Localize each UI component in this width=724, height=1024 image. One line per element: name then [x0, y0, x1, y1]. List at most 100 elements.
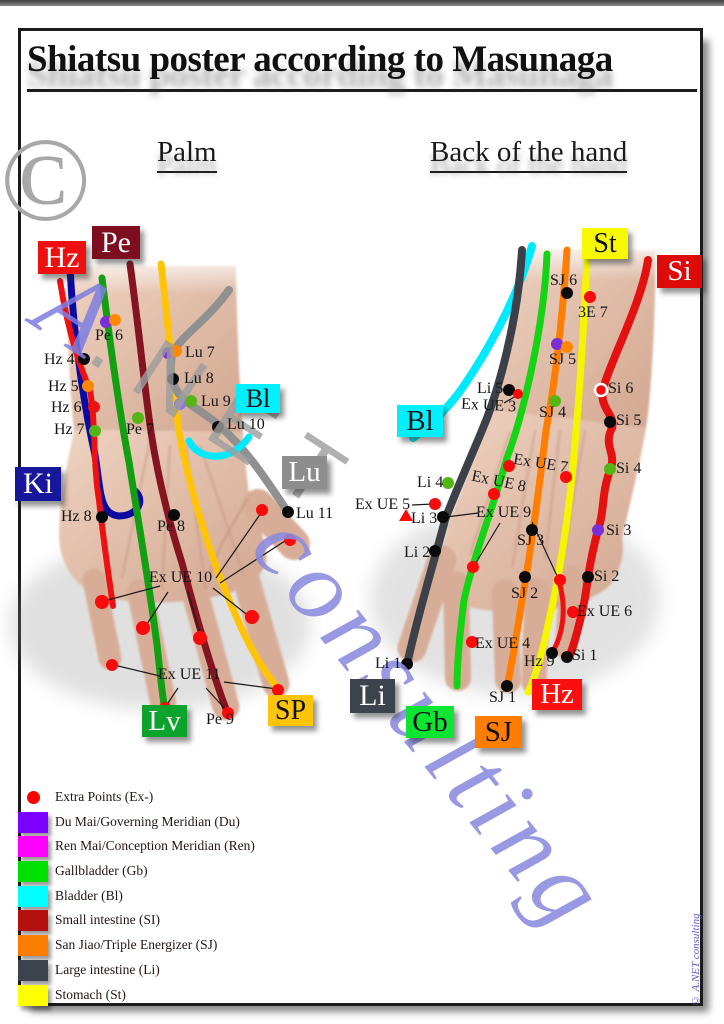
section-header-back: Back of the hand: [430, 136, 628, 173]
back-point-marker: [513, 389, 523, 399]
legend-label: Extra Points (Ex-): [55, 789, 154, 804]
back-point-marker: [429, 545, 441, 557]
back-point-marker: [429, 498, 441, 510]
back-meridian-large-intestine: [404, 246, 526, 664]
legend-label: Large intestine (Li): [55, 961, 160, 977]
back-point-marker: [526, 524, 538, 536]
palm-point-marker: [174, 398, 186, 410]
left-forearm-fade: [48, 250, 253, 294]
palm-point-marker: [89, 425, 101, 437]
palm-pointer-line: [103, 585, 161, 602]
poster-title: Shiatsu poster according to Masunaga: [27, 38, 697, 92]
legend-swatch-square: [18, 910, 48, 932]
palm-point-marker: [256, 504, 268, 516]
palm-point-marker: [159, 702, 171, 714]
palm-pointer-line: [223, 681, 278, 690]
back-point-marker: [501, 680, 513, 692]
palm-pointer-line: [113, 664, 161, 677]
legend-swatch-square: [18, 836, 48, 858]
legend-label: Ren Mai/Conception Meridian (Ren): [55, 838, 255, 854]
back-point-marker: [604, 416, 616, 428]
palm-point-marker: [100, 316, 112, 328]
legend-label: Gallbladder (Gb): [55, 863, 148, 879]
palm-point-marker: [272, 684, 284, 696]
legend-label: Bladder (Bl): [55, 887, 123, 903]
back-point-marker: [503, 460, 515, 472]
back-point-marker: [554, 574, 566, 586]
back-pointer-line: [503, 395, 517, 404]
legend-label: Stomach (St): [55, 986, 126, 1002]
back-point-marker: [437, 511, 449, 523]
palm-pointer-line: [219, 538, 289, 584]
legend-label: Small intestine (SI): [55, 912, 160, 928]
page-top-edge: [0, 0, 724, 6]
back-point-marker: [488, 488, 500, 500]
back-meridian-gallbladder: [453, 250, 551, 690]
palm-point-marker: [282, 506, 294, 518]
back-point-marker: [561, 341, 573, 353]
back-point-marker: [466, 636, 478, 648]
palm-pointer-line: [215, 512, 262, 579]
back-point-marker: [582, 571, 594, 583]
palm-pointer-line: [144, 591, 169, 628]
palm-point-marker: [170, 345, 182, 357]
back-point-marker: [561, 287, 573, 299]
palm-point-marker: [106, 659, 118, 671]
palm-point-marker: [222, 707, 234, 719]
legend-swatch-square: [18, 885, 48, 907]
palm-point-marker: [212, 421, 224, 433]
back-point-marker: [592, 524, 604, 536]
palm-meridian-liver: [98, 274, 168, 708]
back-meridian-stomach: [524, 236, 592, 696]
back-pointer-line: [473, 522, 501, 567]
back-point-marker: [549, 395, 561, 407]
back-pointer-line: [445, 512, 479, 518]
copyright-symbol: ©: [0, 113, 92, 246]
palm-point-marker: [82, 380, 94, 392]
palm-point-marker: [284, 534, 296, 546]
copyright-vertical-text: © A.NET consulting: [690, 913, 702, 1006]
back-point-marker: [593, 382, 609, 398]
palm-pointer-line: [187, 591, 202, 638]
back-point-marker: [561, 651, 573, 663]
back-point-marker: [503, 384, 515, 396]
palm-meridian-heart: [57, 278, 116, 609]
legend-swatch-square: [18, 811, 48, 833]
palm-point-marker: [136, 621, 150, 635]
back-point-marker: [401, 658, 413, 670]
back-point-marker-triangle: [399, 509, 413, 521]
palm-point-marker: [168, 509, 180, 521]
palm-pointer-line: [205, 687, 228, 712]
back-meridian-heart-arc: [550, 579, 566, 654]
back-point-marker: [546, 647, 558, 659]
palm-point-marker: [88, 401, 100, 413]
legend-swatch-dot: [27, 791, 40, 804]
palm-point-marker: [185, 395, 197, 407]
palm-point-marker: [109, 314, 121, 326]
legend-swatch-square: [18, 935, 48, 957]
back-point-marker: [467, 561, 479, 573]
palm-point-marker: [132, 412, 144, 424]
palm-point-marker: [193, 631, 207, 645]
back-point-marker: [604, 463, 616, 475]
palm-point-marker: [167, 373, 179, 385]
palm-point-marker: [245, 610, 259, 624]
back-point-marker: [560, 471, 572, 483]
section-header-palm: Palm: [157, 136, 217, 173]
back-point-marker: [584, 291, 596, 303]
palm-pointer-line: [212, 587, 251, 618]
palm-meridian-spleen: [157, 260, 282, 692]
palm-point-marker: [78, 353, 90, 365]
palm-meridian-bladder-arc: [185, 433, 253, 460]
back-point-marker: [442, 477, 454, 489]
legend-swatch-square: [18, 959, 48, 981]
legend-label: San Jiao/Triple Energizer (SJ): [55, 937, 218, 953]
legend-swatch-square: [18, 984, 48, 1006]
right-forearm-fade: [478, 238, 670, 280]
palm-point-marker: [96, 511, 108, 523]
legend-swatch-square: [18, 861, 48, 883]
back-point-marker: [519, 571, 531, 583]
palm-point-marker: [95, 595, 109, 609]
